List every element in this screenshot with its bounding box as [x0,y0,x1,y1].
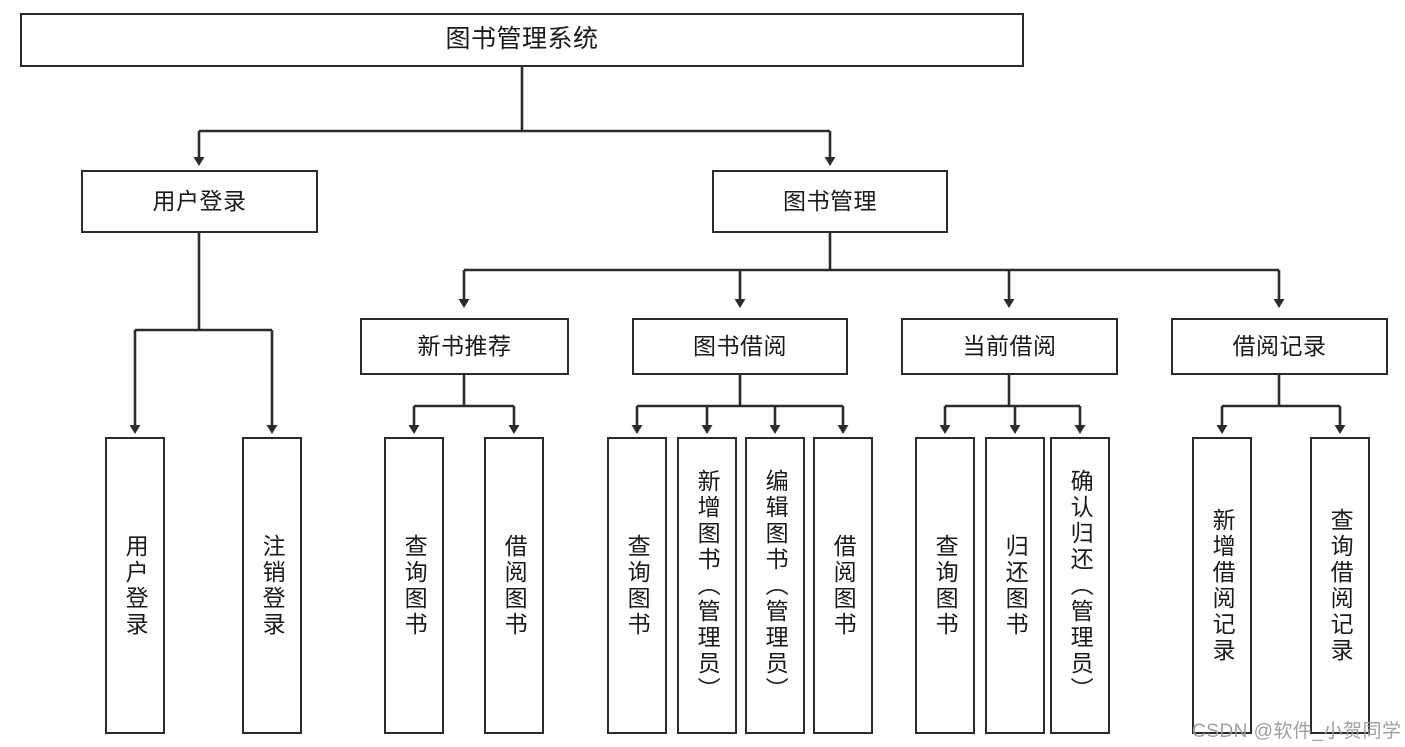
node-borrowing-records[interactable]: 借阅记录 [1171,318,1388,375]
node-label: 图书借阅 [693,332,787,359]
leaf-edit-book-admin[interactable]: 编辑图书（管理员） [745,437,805,734]
node-book-borrowing[interactable]: 图书借阅 [632,318,848,375]
node-new-book-recommendation[interactable]: 新书推荐 [360,318,569,375]
node-label: 查询图书 [624,533,651,638]
node-root-book-management-system[interactable]: 图书管理系统 [20,13,1024,67]
leaf-query-books-borrow[interactable]: 查询图书 [607,437,667,734]
node-label: 确认归还（管理员） [1067,468,1094,703]
leaf-return-books[interactable]: 归还图书 [985,437,1045,734]
node-label: 编辑图书（管理员） [762,468,789,703]
leaf-borrow-books-recommend[interactable]: 借阅图书 [484,437,544,734]
node-book-management[interactable]: 图书管理 [712,170,948,233]
leaf-user-login[interactable]: 用户登录 [105,437,165,734]
node-current-borrowing[interactable]: 当前借阅 [901,318,1118,375]
node-label: 用户登录 [152,187,247,214]
csdn-watermark: CSDN @软件_小贺同学 [1192,721,1402,742]
leaf-add-borrow-record[interactable]: 新增借阅记录 [1192,437,1252,734]
node-label: 当前借阅 [962,332,1057,359]
leaf-query-books-recommend[interactable]: 查询图书 [384,437,444,734]
node-label: 图书管理 [783,187,877,214]
node-label: 图书管理系统 [445,25,599,54]
node-label: 注销登录 [259,533,286,638]
node-label: 新增图书（管理员） [694,468,721,703]
leaf-borrow-books[interactable]: 借阅图书 [813,437,873,734]
node-label: 借阅图书 [501,533,528,638]
leaf-query-borrow-record[interactable]: 查询借阅记录 [1310,437,1370,734]
node-label: 归还图书 [1002,533,1029,638]
node-label: 查询图书 [401,533,428,638]
node-label: 查询图书 [932,533,959,638]
node-user-login[interactable]: 用户登录 [81,170,318,233]
leaf-confirm-return-admin[interactable]: 确认归还（管理员） [1050,437,1110,734]
node-label: 新增借阅记录 [1209,507,1236,664]
leaf-add-book-admin[interactable]: 新增图书（管理员） [677,437,737,734]
leaf-query-books-current[interactable]: 查询图书 [915,437,975,734]
leaf-logout[interactable]: 注销登录 [242,437,302,734]
node-label: 借阅图书 [830,533,857,638]
node-label: 查询借阅记录 [1327,507,1354,664]
node-label: 新书推荐 [417,332,512,359]
node-label: 用户登录 [122,533,149,638]
node-label: 借阅记录 [1232,332,1327,359]
